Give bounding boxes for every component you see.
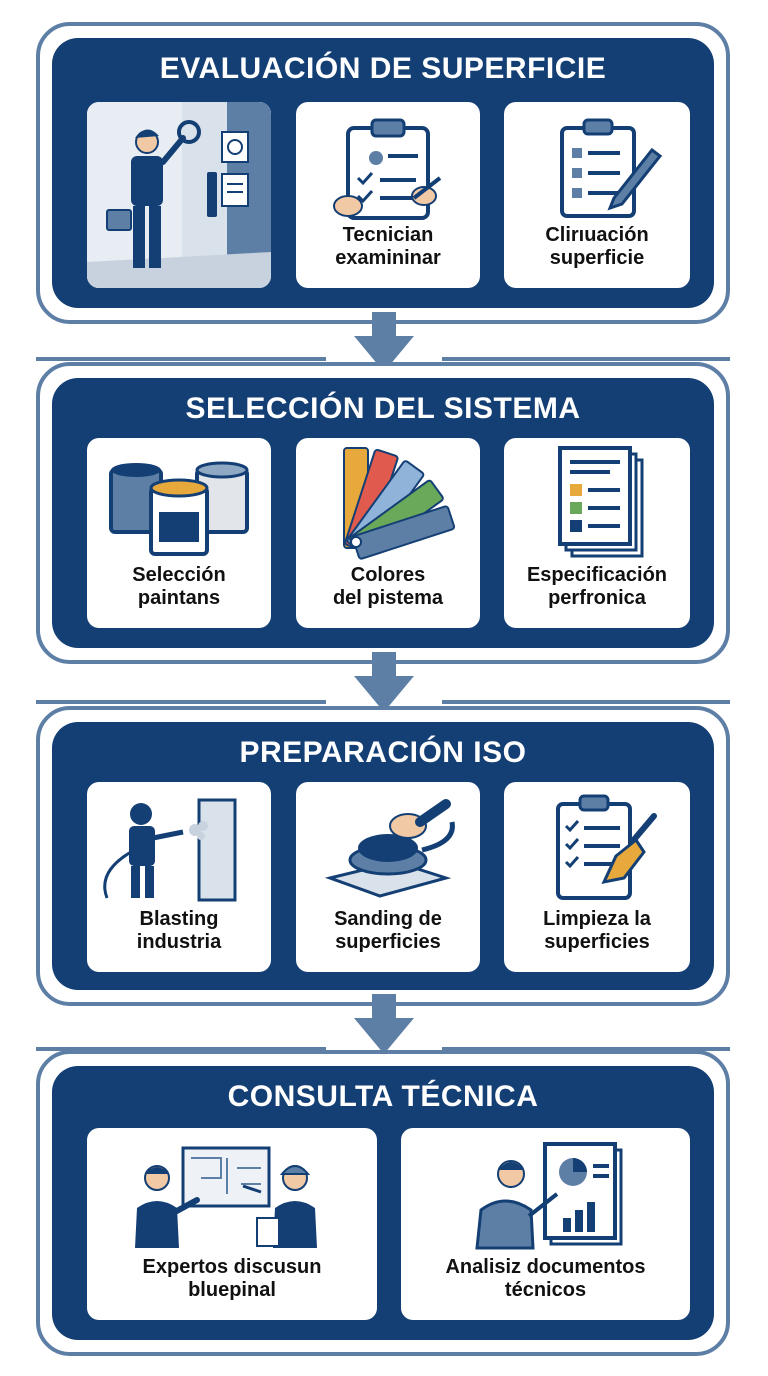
card-label-line2: bluepinal bbox=[188, 1279, 276, 1301]
flow-arrow-down-icon bbox=[354, 652, 414, 712]
card-label: Selección paintans bbox=[91, 564, 267, 610]
card-label-line2: superficie bbox=[549, 247, 645, 269]
paint-cans-icon bbox=[109, 461, 249, 556]
card-label-line2: superficies bbox=[335, 931, 441, 953]
card-limpieza-la-superficies: Limpieza la superficies bbox=[504, 782, 690, 972]
connector-line bbox=[442, 1047, 730, 1051]
card-label-line2: industria bbox=[136, 931, 222, 953]
card-label-line2: superficies bbox=[544, 931, 650, 953]
step-title: SELECCIÓN DEL SISTEMA bbox=[185, 392, 581, 425]
step-title: CONSULTA TÉCNICA bbox=[227, 1080, 539, 1113]
step-preparacion: PREPARACIÓN ISO Blasting industria bbox=[36, 706, 730, 1006]
step-panel: PREPARACIÓN ISO Blasting industria bbox=[52, 722, 714, 990]
flow-arrow-down-icon bbox=[354, 312, 414, 372]
card-label-line1: Limpieza la bbox=[543, 908, 651, 930]
card-label-line1: Analisiz documentos bbox=[445, 1256, 646, 1278]
card-analisiz-documentos: Analisiz documentos técnicos bbox=[401, 1128, 690, 1320]
card-label: Limpieza la superficies bbox=[508, 908, 686, 954]
color-swatch-fan-icon bbox=[343, 447, 456, 560]
card-label-line1: Clirıuación bbox=[545, 224, 649, 246]
step-seleccion: SELECCIÓN DEL SISTEMA Selección paintans bbox=[36, 362, 730, 664]
card-seleccion-paintans: Selección paintans bbox=[87, 438, 271, 628]
step-panel: SELECCIÓN DEL SISTEMA Selección paintans bbox=[52, 378, 714, 648]
card-label: Sanding de superficies bbox=[300, 908, 476, 954]
step-panel: EVALUACIÓN DE SUPERFICIE bbox=[52, 38, 714, 308]
clipboard-brush-icon bbox=[556, 794, 657, 900]
card-especificacion-perfronica: Especificación perfronica bbox=[504, 438, 690, 628]
card-label: Clirıuación superficie bbox=[508, 224, 686, 270]
connector-line bbox=[442, 357, 730, 361]
card-label-line1: Selección bbox=[132, 564, 226, 586]
card-technician-photo bbox=[87, 102, 271, 288]
clipboard-checklist-icon bbox=[333, 118, 442, 220]
specification-document-icon bbox=[558, 446, 644, 558]
card-label: Analisiz documentos técnicos bbox=[405, 1256, 686, 1302]
connector-line bbox=[442, 700, 730, 704]
card-tecnician-examininar: Tecnician examininar bbox=[296, 102, 480, 288]
card-label-line2: paintans bbox=[137, 587, 221, 609]
card-label-line2: perfronica bbox=[548, 587, 646, 609]
card-label: Tecnician examininar bbox=[300, 224, 476, 270]
card-label: Colores del pistema bbox=[300, 564, 476, 610]
card-blasting-industria: Blasting industria bbox=[87, 782, 271, 972]
analyst-documents-icon bbox=[475, 1142, 623, 1250]
card-label-line2: técnicos bbox=[504, 1279, 587, 1301]
connector-line bbox=[36, 357, 326, 361]
experts-blueprint-icon bbox=[135, 1146, 317, 1248]
card-sanding-de-superficies: Sanding de superficies bbox=[296, 782, 480, 972]
card-label: Blasting industria bbox=[91, 908, 267, 954]
checklist-pencil-icon bbox=[560, 118, 663, 218]
connector-line bbox=[36, 700, 326, 704]
card-label-line1: Colores bbox=[350, 564, 426, 586]
card-label-line2: examininar bbox=[335, 247, 441, 269]
card-label-line1: Especificación bbox=[526, 564, 668, 586]
orbital-sander-icon bbox=[324, 799, 455, 898]
card-label-line2: del pistema bbox=[332, 587, 444, 609]
blasting-worker-icon bbox=[103, 798, 237, 902]
step-title: PREPARACIÓN ISO bbox=[239, 736, 527, 769]
flow-arrow-down-icon bbox=[354, 994, 414, 1054]
card-label-line1: Blasting bbox=[139, 908, 219, 930]
step-consulta: CONSULTA TÉCNICA Expertos discusun bluep… bbox=[36, 1050, 730, 1356]
step-evaluacion: EVALUACIÓN DE SUPERFICIE bbox=[36, 22, 730, 324]
step-title: EVALUACIÓN DE SUPERFICIE bbox=[159, 52, 607, 85]
card-label: Especificación perfronica bbox=[508, 564, 686, 610]
card-colores-del-pistema: Colores del pistema bbox=[296, 438, 480, 628]
card-expertos-discusun: Expertos discusun bluepinal bbox=[87, 1128, 377, 1320]
connector-line bbox=[36, 1047, 326, 1051]
step-panel: CONSULTA TÉCNICA Expertos discusun bluep… bbox=[52, 1066, 714, 1340]
card-label-line1: Tecnician bbox=[342, 224, 434, 246]
card-clinuacion-superficie: Clirıuación superficie bbox=[504, 102, 690, 288]
card-label-line1: Sanding de bbox=[334, 908, 442, 930]
card-label: Expertos discusun bluepinal bbox=[91, 1256, 373, 1302]
card-label-line1: Expertos discusun bbox=[142, 1256, 322, 1278]
technician-inspecting-icon bbox=[87, 102, 271, 288]
